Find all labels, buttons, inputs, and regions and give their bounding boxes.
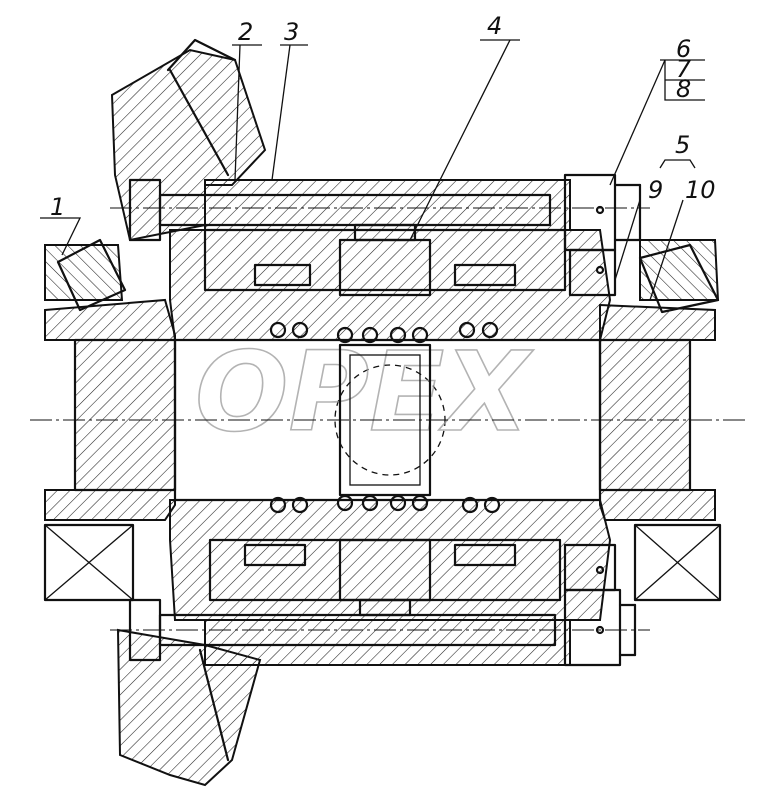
callout-2: 2: [238, 18, 253, 46]
left-bearing-bottom: [43, 523, 135, 602]
callout-10: 10: [685, 176, 716, 204]
svg-text:OPEX: OPEX: [195, 328, 534, 456]
callout-3: 3: [284, 18, 299, 46]
watermark-logo: OPEX: [194, 327, 535, 476]
callout-9: 9: [648, 176, 663, 204]
inner-shaft: [338, 343, 432, 497]
bolt-bottom: [110, 598, 650, 662]
nut-bottom-right: [563, 543, 637, 667]
callout-labels: 1 2 3 4 5 6 7 8 9 10: [50, 12, 716, 221]
right-bearing-top: [638, 239, 720, 314]
clutch-right: [453, 263, 517, 567]
case-shell-bottom: [204, 619, 571, 666]
callout-8: 8: [676, 75, 691, 103]
central-spider: [336, 223, 432, 617]
callout-6: 6: [676, 35, 691, 63]
left-bearing-top: [44, 238, 127, 312]
callout-1: 1: [50, 193, 65, 221]
right-bearing-bottom: [633, 523, 722, 602]
case-shell-top: [204, 179, 571, 231]
left-hub: [44, 298, 177, 521]
callout-5: 5: [675, 131, 690, 159]
callout-7: 7: [676, 55, 692, 83]
differential-case: [169, 228, 612, 621]
clutch-left: [243, 263, 312, 567]
callout-4: 4: [487, 12, 502, 40]
leader-lines: [40, 39, 705, 301]
nut-mid-right: [568, 248, 617, 297]
right-hub: [598, 303, 716, 521]
